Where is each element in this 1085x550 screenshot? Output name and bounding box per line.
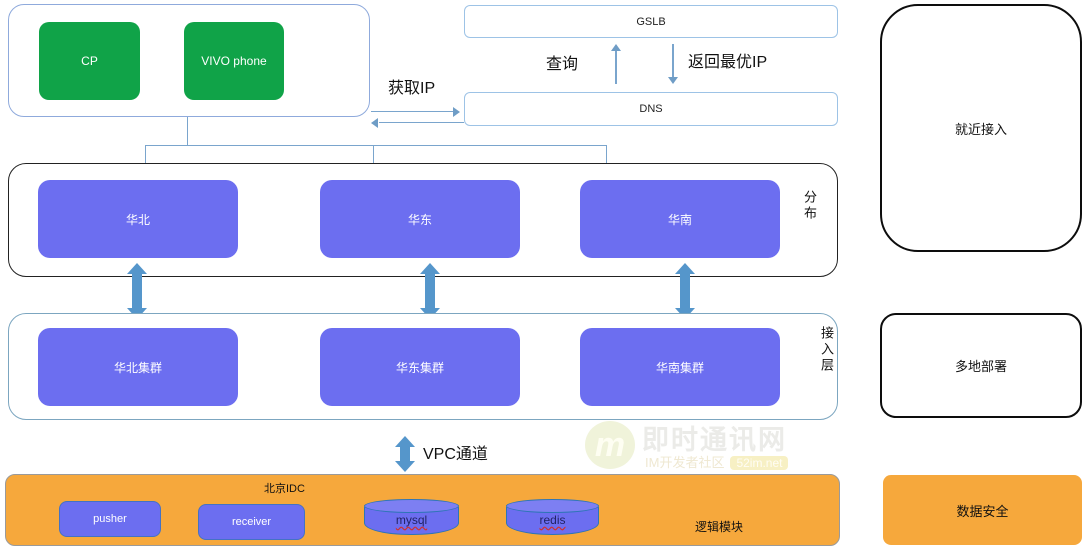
drop-line-east [373, 145, 374, 172]
nearby-access-callout: 就近接入 [880, 4, 1082, 252]
drop-line-north [145, 145, 146, 172]
region-node-north-label: 华北 [125, 212, 150, 227]
beijing-idc-title: 北京IDC [264, 483, 305, 495]
vivo-phone-node-label: VIVO phone [201, 54, 267, 68]
receiver-node: receiver [198, 504, 305, 540]
pusher-node: pusher [59, 501, 161, 537]
dns-to-client-arrow-icon [371, 118, 378, 128]
redis-cylinder-label: redis [539, 513, 566, 527]
double-arrow-south-icon [675, 263, 695, 319]
access-layer-label: 接入层 [819, 326, 834, 374]
watermark-logo-icon: m [585, 421, 635, 469]
cluster-node-south: 华南集群 [580, 328, 780, 406]
region-node-south: 华南 [580, 180, 780, 258]
cp-node-label: CP [81, 54, 98, 68]
return-best-ip-label: 返回最优IP [688, 54, 768, 71]
watermark-subtitle: IM开发者社区 52im.net [645, 452, 789, 471]
dns-to-client-line [379, 122, 464, 123]
multi-region-callout: 多地部署 [880, 313, 1082, 418]
nearby-access-label: 就近接入 [954, 121, 1007, 137]
query-arrow-line [615, 51, 617, 84]
cluster-node-south-label: 华南集群 [655, 360, 704, 375]
vpc-channel-label: VPC通道 [423, 446, 488, 463]
pusher-node-label: pusher [93, 513, 127, 525]
receiver-node-label: receiver [231, 516, 272, 528]
cluster-node-north-label: 华北集群 [113, 360, 162, 375]
return-arrow-line [672, 44, 674, 77]
cp-node: CP [39, 22, 140, 100]
cluster-node-east: 华东集群 [320, 328, 520, 406]
connector-bus-line [145, 145, 607, 146]
multi-region-label: 多地部署 [954, 359, 1007, 374]
client-container: CP VIVO phone [8, 4, 370, 117]
cluster-node-east-label: 华东集群 [395, 360, 444, 375]
dns-node-label: DNS [639, 103, 663, 115]
region-node-north: 华北 [38, 180, 238, 258]
logic-module-label: 逻辑模块 [695, 520, 744, 534]
watermark: m 即时通讯网 IM开发者社区 52im.net [585, 420, 825, 472]
drop-line-south [606, 145, 607, 172]
data-security-callout: 数据安全 [883, 475, 1082, 545]
watermark-subtitle-text: IM开发者社区 [645, 455, 725, 470]
client-to-dns-arrow-icon [453, 107, 460, 117]
cluster-node-north: 华北集群 [38, 328, 238, 406]
double-arrow-east-icon [420, 263, 440, 319]
dns-node: DNS [464, 92, 838, 126]
redis-cylinder: redis [506, 499, 599, 535]
region-node-east-label: 华东 [407, 212, 432, 227]
client-to-dns-line [371, 111, 453, 112]
double-arrow-north-icon [127, 263, 147, 319]
query-arrow-up-icon [611, 44, 621, 51]
return-arrow-down-icon [668, 77, 678, 84]
watermark-title: 即时通讯网 [642, 425, 787, 455]
distribution-layer-label: 分布 [802, 190, 817, 222]
vpc-double-arrow-icon [395, 436, 415, 472]
watermark-badge: 52im.net [730, 456, 789, 470]
query-label: 查询 [546, 56, 579, 73]
region-node-east: 华东 [320, 180, 520, 258]
data-security-label: 数据安全 [956, 503, 1009, 519]
gslb-node-label: GSLB [636, 15, 666, 28]
beijing-idc-container: 北京IDC pusher receiver mysql redis 逻辑模块 [5, 474, 840, 546]
gslb-node: GSLB [464, 5, 838, 38]
mysql-cylinder-label: mysql [395, 513, 428, 527]
client-stem-line [187, 117, 188, 146]
mysql-cylinder: mysql [364, 499, 459, 535]
vivo-phone-node: VIVO phone [184, 22, 284, 100]
get-ip-label: 获取IP [388, 80, 436, 97]
region-node-south-label: 华南 [667, 212, 692, 227]
